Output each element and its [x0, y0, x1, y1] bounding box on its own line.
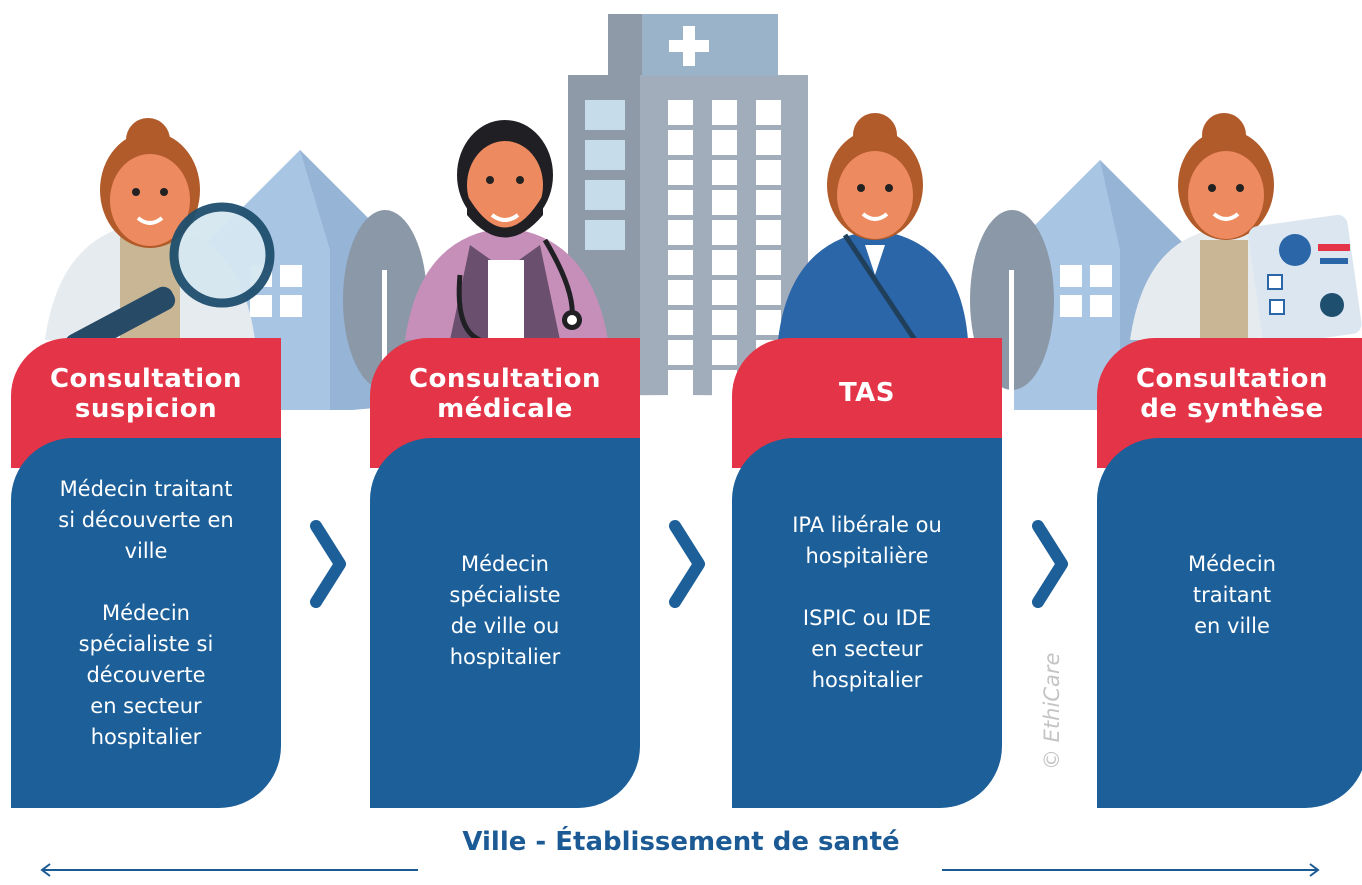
doctor-with-magnifier — [45, 118, 275, 358]
step-description: Médecin traitant en ville — [1188, 552, 1276, 638]
step-description: Médecin spécialiste de ville ou hospital… — [449, 552, 561, 669]
bearded-doctor — [405, 120, 608, 343]
timeline-arrow — [40, 863, 1320, 877]
chevron-right-icon — [1032, 520, 1068, 608]
step-description: IPA libérale ou hospitalière ISPIC ou ID… — [792, 513, 942, 692]
chevron-right-icon — [669, 520, 705, 608]
step-card-2: Consultation médicale Médecin spécialist… — [370, 338, 640, 808]
step-card-1: Consultation suspicion Médecin traitant … — [11, 338, 281, 808]
chevron-right-icon — [310, 520, 346, 608]
hospital-cross-icon — [669, 26, 709, 66]
step-card-4: Consultation de synthèse Médecin traitan… — [1097, 338, 1362, 808]
copyright-watermark: © EthiCare — [1040, 652, 1064, 770]
step-title: TAS — [838, 378, 896, 408]
nurse — [778, 113, 968, 342]
step-title: Consultation médicale — [408, 364, 602, 424]
step-title: Consultation suspicion — [49, 364, 243, 424]
medical-form-icon — [1248, 214, 1362, 346]
step-title: Consultation de synthèse — [1135, 364, 1329, 424]
doctor-with-form — [1130, 113, 1362, 346]
timeline-label: Ville - Établissement de santé — [462, 827, 900, 857]
step-description: Médecin traitant si découverte en ville … — [58, 477, 234, 749]
stethoscope-icon — [456, 238, 582, 343]
step-card-3: TAS IPA libérale ou hospitalière ISPIC o… — [732, 338, 1002, 808]
